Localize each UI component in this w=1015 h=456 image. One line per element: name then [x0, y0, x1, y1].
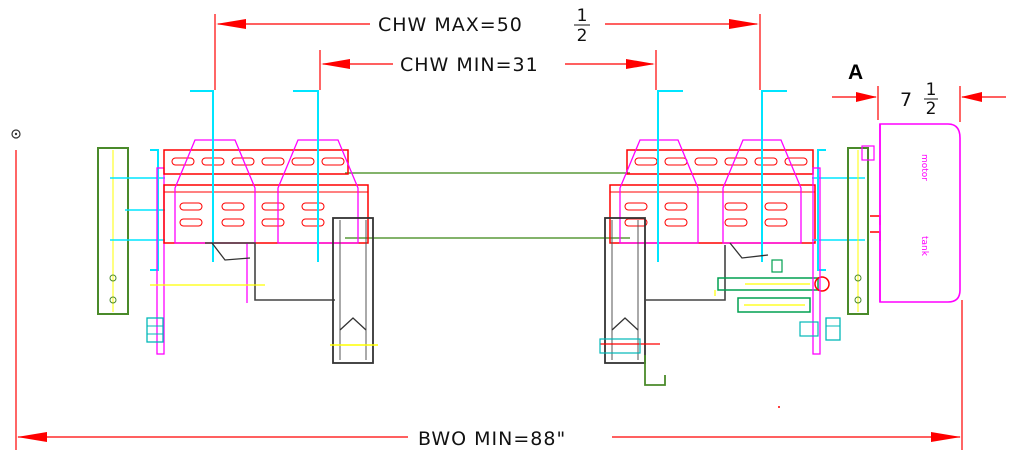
bwo-min-dimension: BWO MIN=88" — [15, 150, 963, 450]
bwo-min-label: BWO MIN=88" — [418, 428, 566, 450]
callout-a-label: A — [848, 61, 863, 84]
chw-max-dimension: CHW MAX=50 1 2 — [214, 6, 761, 90]
chw-max-fraction-den: 2 — [577, 26, 588, 46]
motor-tank: motor tank — [879, 123, 961, 303]
stray-mark — [778, 406, 780, 408]
tie-rods — [345, 172, 630, 239]
chw-min-label: CHW MIN=31 — [400, 54, 539, 76]
offset-fraction-num: 1 — [926, 80, 937, 100]
chw-min-dimension: CHW MIN=31 — [319, 50, 657, 90]
offset-dimension: 7 1 2 — [832, 80, 1006, 122]
offset-whole: 7 — [900, 89, 913, 111]
chw-max-label: CHW MAX=50 — [378, 14, 523, 36]
origin-marker — [11, 129, 21, 139]
tank-label-top: motor — [919, 154, 929, 181]
offset-fraction-den: 2 — [926, 99, 937, 119]
chw-max-fraction-num: 1 — [577, 6, 588, 26]
tank-label-bottom: tank — [919, 236, 929, 257]
left-carriage-assembly — [97, 90, 378, 364]
right-carriage-assembly — [599, 90, 881, 386]
